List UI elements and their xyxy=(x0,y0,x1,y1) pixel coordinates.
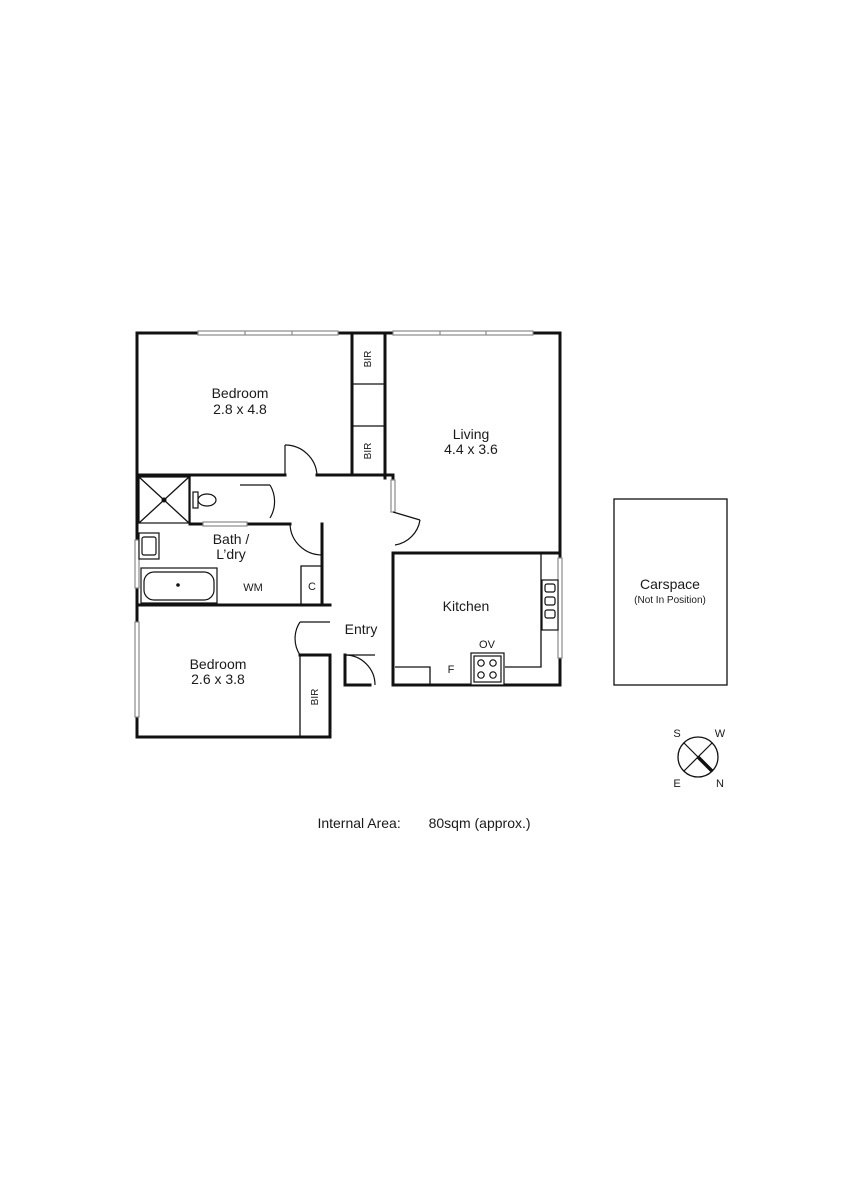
living-name: Living xyxy=(453,426,490,442)
compass-e: E xyxy=(673,778,680,790)
internal-area: Internal Area: 80sqm (approx.) xyxy=(0,815,848,831)
bath-name-line2: L’dry xyxy=(216,546,246,562)
windows xyxy=(134,330,563,718)
compass-s: S xyxy=(673,728,680,740)
oven-label: OV xyxy=(479,639,496,651)
carspace-note: (Not In Position) xyxy=(634,595,706,606)
doors xyxy=(240,444,421,686)
living-dims: 4.4 x 3.6 xyxy=(444,441,498,457)
cupboard-label: C xyxy=(308,581,316,593)
bedroom2-dims: 2.6 x 3.8 xyxy=(191,671,245,687)
internal-area-label: Internal Area: xyxy=(317,815,401,831)
bath-name-line1: Bath / xyxy=(213,531,250,547)
bedroom2-name: Bedroom xyxy=(190,656,247,672)
entry-name: Entry xyxy=(345,621,378,637)
bir-label-2: BIR xyxy=(363,443,374,460)
bir-label-3: BIR xyxy=(310,689,321,706)
bir-label-1: BIR xyxy=(363,351,374,368)
bathroom-fixtures xyxy=(138,476,218,604)
bedroom1-name: Bedroom xyxy=(212,385,269,401)
fridge-label: F xyxy=(448,664,455,676)
kitchen-name: Kitchen xyxy=(443,598,490,614)
compass-w: W xyxy=(715,728,726,740)
internal-area-value: 80sqm (approx.) xyxy=(428,815,531,831)
bedroom1-dims: 2.8 x 4.8 xyxy=(213,401,267,417)
carspace-box xyxy=(613,498,728,686)
compass-n: N xyxy=(716,778,724,790)
kitchen-fixtures xyxy=(395,553,559,686)
compass-icon xyxy=(677,736,719,778)
carspace-name: Carspace xyxy=(640,576,700,592)
wm-label: WM xyxy=(243,582,263,594)
